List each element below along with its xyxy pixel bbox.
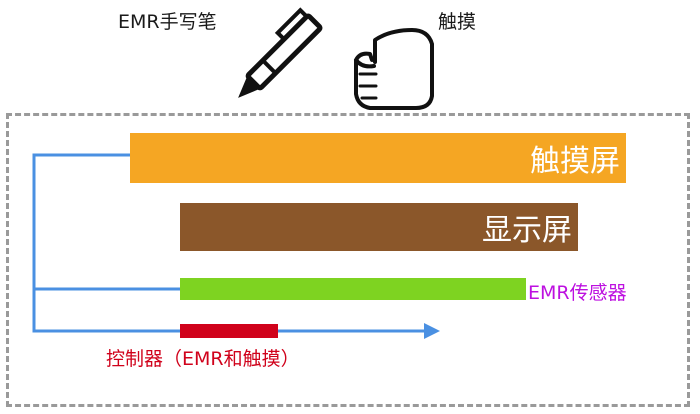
touchscreen-layer: 触摸屏 xyxy=(130,133,626,183)
emr-sensor-label: EMR传感器 xyxy=(528,282,627,304)
display-layer: 显示屏 xyxy=(180,203,578,251)
touchscreen-label: 触摸屏 xyxy=(530,144,620,179)
touch-label: 触摸 xyxy=(438,11,477,33)
display-label: 显示屏 xyxy=(482,213,572,248)
controller-block xyxy=(180,324,278,338)
device-frame xyxy=(6,113,690,407)
emr-sensor-layer xyxy=(180,278,526,300)
controller-label: 控制器（EMR和触摸） xyxy=(106,348,300,370)
pen-label: EMR手写笔 xyxy=(118,11,217,33)
